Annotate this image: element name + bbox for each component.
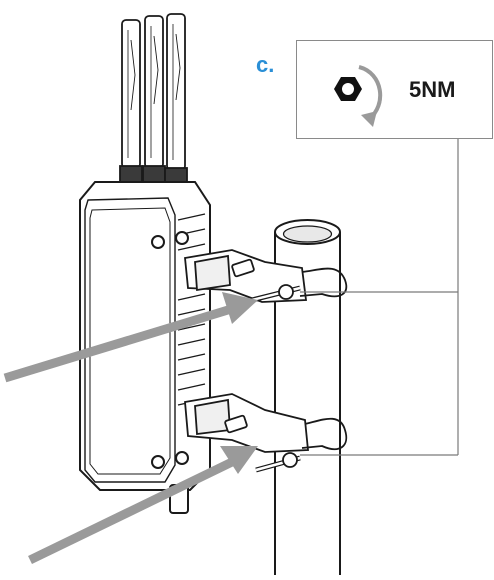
antennas (119, 13, 188, 185)
lower-mounting-bracket (184, 393, 348, 473)
callout-leader-lines (300, 139, 459, 456)
torque-value: 5NM (409, 77, 456, 102)
step-label: c. (256, 52, 275, 77)
upper-mounting-bracket (184, 249, 348, 303)
torque-callout: 5NM (296, 40, 493, 139)
mounting-pole (274, 219, 341, 575)
pointer-arrow-lower (28, 446, 258, 565)
pointer-arrow-upper (3, 292, 258, 383)
nut-rotate-clockwise-icon (334, 65, 383, 127)
